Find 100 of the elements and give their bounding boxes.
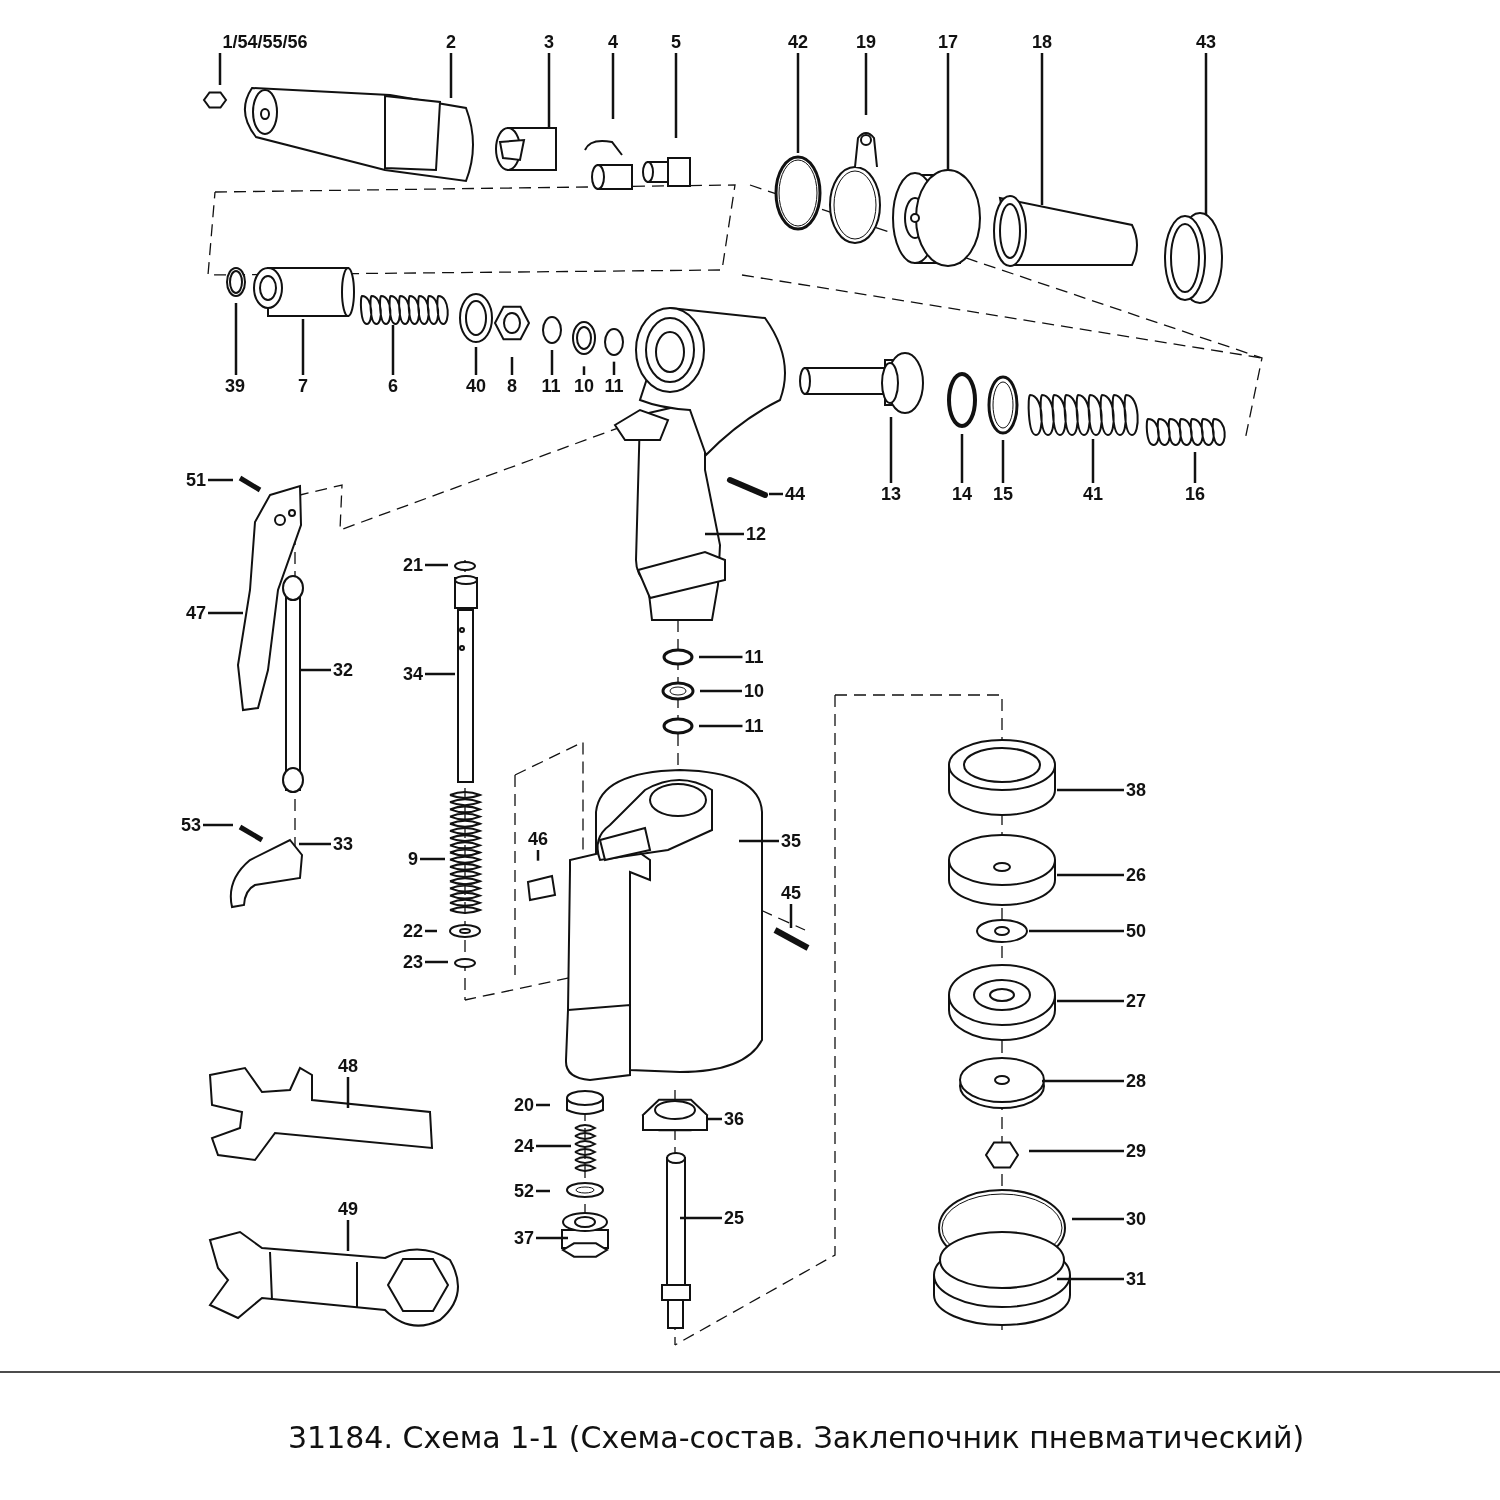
callout-number: 51 <box>186 471 206 489</box>
callout-number: 10 <box>744 682 764 700</box>
callout-number: 7 <box>298 377 308 395</box>
leader-line <box>674 53 678 138</box>
callout-number: 38 <box>1126 781 1146 799</box>
callout-number: 52 <box>514 1182 534 1200</box>
callout-number: 14 <box>952 485 972 503</box>
callout-number: 2 <box>446 33 456 51</box>
leader-line <box>612 361 616 375</box>
leader-line <box>1057 1277 1124 1281</box>
leader-line <box>550 350 554 375</box>
callout-number: 44 <box>785 485 805 503</box>
callout-number: 37 <box>514 1229 534 1247</box>
callout-number: 9 <box>408 850 418 868</box>
callout-number: 35 <box>781 832 801 850</box>
callout-number: 29 <box>1126 1142 1146 1160</box>
callout-number: 5 <box>671 33 681 51</box>
leader-line <box>425 672 455 676</box>
leader-line <box>611 53 615 119</box>
callout-number: 33 <box>333 835 353 853</box>
callout-number: 22 <box>403 922 423 940</box>
callout-number: 16 <box>1185 485 1205 503</box>
callout-number: 11 <box>541 377 561 395</box>
callout-number: 30 <box>1126 1210 1146 1228</box>
leader-line <box>1040 53 1044 205</box>
callout-number: 17 <box>938 33 958 51</box>
leader-line <box>536 1144 571 1148</box>
leader-line <box>1193 452 1197 483</box>
leader-line <box>391 325 395 375</box>
leader-line <box>234 303 238 375</box>
leader-line <box>1042 1079 1124 1083</box>
callout-number: 48 <box>338 1057 358 1075</box>
leader-line <box>1001 440 1005 483</box>
leader-line <box>1091 439 1095 483</box>
leader-line <box>208 611 243 615</box>
callout-number: 25 <box>724 1209 744 1227</box>
leader-line <box>700 689 742 693</box>
callout-number: 24 <box>514 1137 534 1155</box>
leader-line <box>889 417 893 483</box>
callout-number: 8 <box>507 377 517 395</box>
caption: 31184. Схема 1-1 (Схема-состав. Заклепочник пневматический) <box>288 1420 1305 1455</box>
leader-line <box>1057 999 1124 1003</box>
leader-line <box>536 1236 568 1240</box>
callout-number: 50 <box>1126 922 1146 940</box>
callout-number: 18 <box>1032 33 1052 51</box>
leader-line <box>536 1103 550 1107</box>
callout-number: 43 <box>1196 33 1216 51</box>
callout-number: 45 <box>781 884 801 902</box>
leader-line <box>536 850 540 861</box>
leader-line <box>449 53 453 98</box>
callout-number: 6 <box>388 377 398 395</box>
callout-number: 42 <box>788 33 808 51</box>
callout-number: 32 <box>333 661 353 679</box>
leader-line <box>699 724 743 728</box>
callout-number: 3 <box>544 33 554 51</box>
leader-line <box>739 839 779 843</box>
callout-number: 4 <box>608 33 618 51</box>
leader-line <box>346 1220 350 1251</box>
callout-number: 27 <box>1126 992 1146 1010</box>
leader-line <box>769 492 783 496</box>
leader-line <box>582 366 586 375</box>
callout-number: 41 <box>1083 485 1103 503</box>
callout-number: 20 <box>514 1096 534 1114</box>
callout-number: 10 <box>574 377 594 395</box>
leader-line <box>510 357 514 375</box>
leader-line <box>208 478 233 482</box>
leader-line <box>300 668 331 672</box>
callout-number: 11 <box>604 377 624 395</box>
callout-number: 23 <box>403 953 423 971</box>
leader-line <box>346 1077 350 1108</box>
leader-line <box>946 53 950 171</box>
leader-line <box>425 929 437 933</box>
callout-number: 53 <box>181 816 201 834</box>
callout-number: 11 <box>744 648 764 666</box>
leader-line <box>536 1189 550 1193</box>
callout-number: 28 <box>1126 1072 1146 1090</box>
leader-line <box>796 53 800 153</box>
callout-number: 46 <box>528 830 548 848</box>
leader-line <box>1057 788 1124 792</box>
callout-number: 49 <box>338 1200 358 1218</box>
callout-number: 26 <box>1126 866 1146 884</box>
leader-line <box>1204 53 1208 215</box>
callout-number: 21 <box>403 556 423 574</box>
leader-line <box>218 53 222 85</box>
callout-number: 40 <box>466 377 486 395</box>
callout-number: 34 <box>403 665 423 683</box>
callout-number: 36 <box>724 1110 744 1128</box>
leader-line <box>789 904 793 928</box>
leader-line <box>474 347 478 375</box>
leader-line <box>1029 929 1124 933</box>
leader-line <box>1057 873 1124 877</box>
leader-line <box>547 53 551 128</box>
leader-line <box>203 823 233 827</box>
leader-line <box>420 857 445 861</box>
callout-number: 19 <box>856 33 876 51</box>
leader-line <box>1072 1217 1124 1221</box>
leader-line <box>425 960 448 964</box>
callout-number: 11 <box>744 717 764 735</box>
callout-number: 12 <box>746 525 766 543</box>
leader-line <box>425 563 448 567</box>
